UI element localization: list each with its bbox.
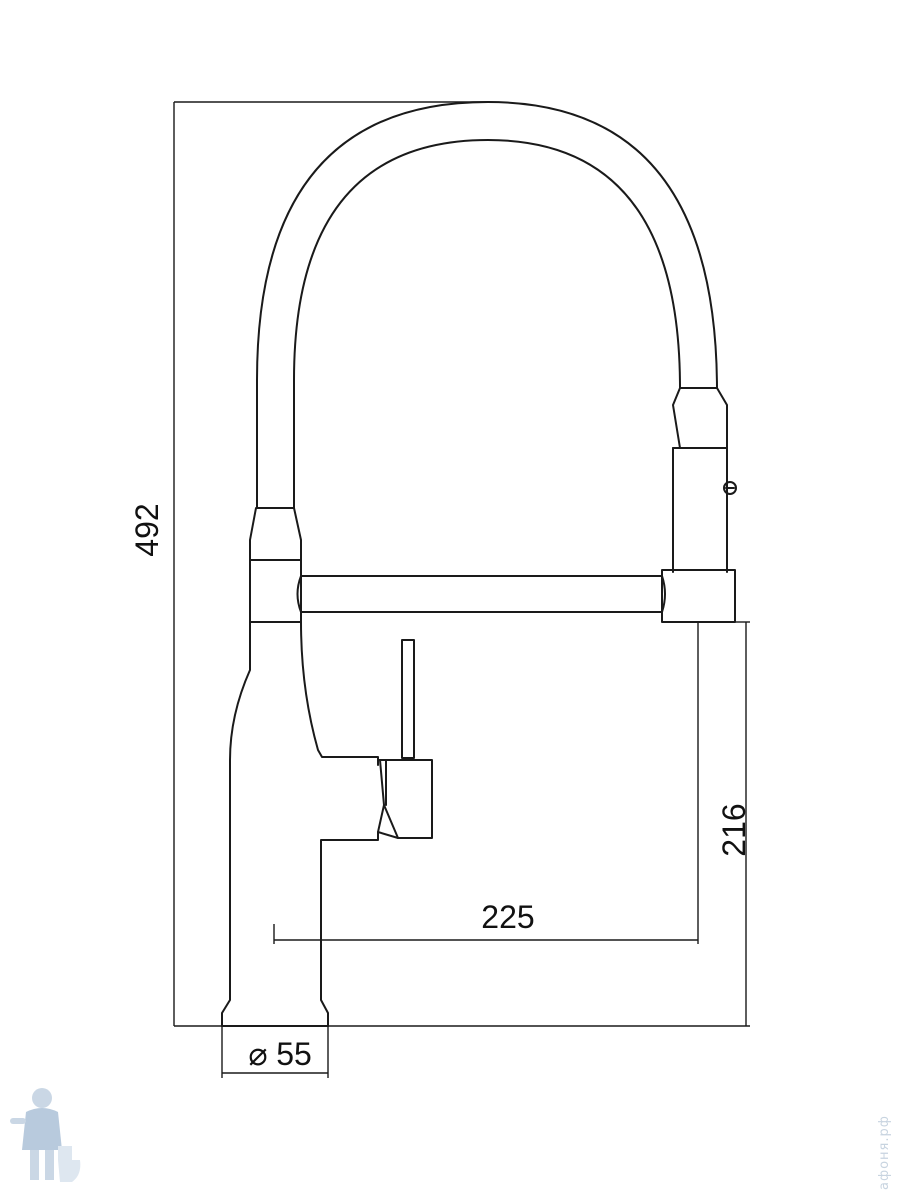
support-arm: [296, 575, 666, 613]
dimension-225-label: 225: [481, 899, 534, 935]
dimension-216-label: 216: [716, 803, 752, 856]
spray-head: [661, 387, 737, 623]
dimension-total-height: 492: [129, 101, 488, 1027]
dimension-55-label: 55: [276, 1036, 312, 1072]
diameter-symbol: ⌀: [248, 1036, 267, 1072]
watermark-text: афоня.рф: [877, 1115, 892, 1190]
faucet-body: [221, 621, 379, 1027]
plumber-mascot-icon: [10, 1088, 81, 1182]
flexible-spout-arc: [256, 101, 718, 509]
dimension-spout-reach: 225: [273, 622, 699, 944]
dimension-492-label: 492: [129, 503, 165, 556]
mixer-handle: [377, 639, 433, 839]
body-collar: [249, 507, 302, 623]
dimension-spout-height: 216: [328, 621, 752, 1027]
dimension-base-diameter: ⌀ 55: [221, 1026, 329, 1078]
